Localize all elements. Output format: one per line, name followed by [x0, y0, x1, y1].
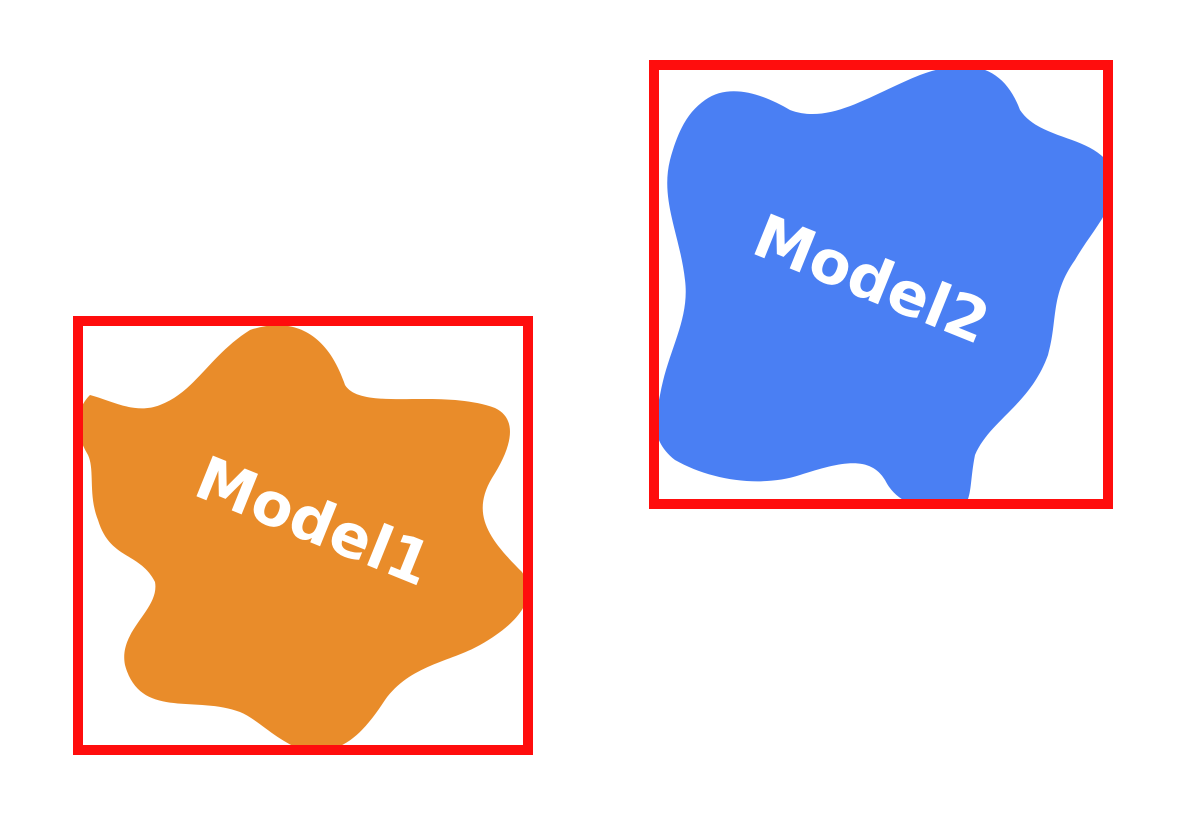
model2-group: Model2 — [649, 60, 1113, 509]
model2-bounding-box — [649, 60, 1113, 509]
model1-blob — [78, 325, 528, 750]
model2-blob — [655, 66, 1108, 504]
model1-bounding-box — [73, 316, 533, 755]
model1-group: Model1 — [73, 316, 533, 755]
